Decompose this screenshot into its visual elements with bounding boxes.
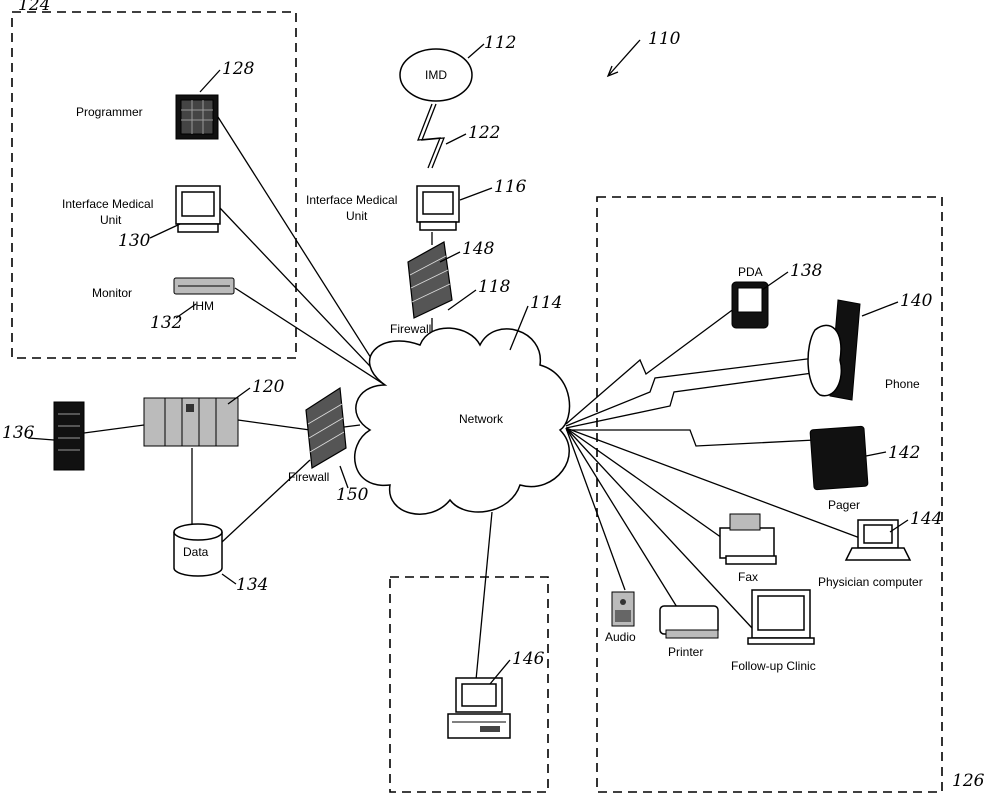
firewall-top-icon (408, 242, 452, 318)
ref-126: 126 (952, 771, 985, 791)
interface-medical-unit-top-label-1: Interface Medical (306, 193, 397, 207)
ref-146: 146 (512, 649, 545, 669)
monitor-label: Monitor (92, 286, 132, 300)
workstation-icon (448, 678, 510, 738)
data-store-icon: Data (174, 524, 222, 576)
ref-116: 116 (494, 177, 527, 197)
ref-124: 124 (18, 0, 50, 15)
ref-134: 134 (236, 575, 268, 595)
server-rack-icon (144, 398, 238, 446)
interface-medical-unit-left-label-2: Unit (100, 213, 122, 227)
follow-up-clinic-icon (748, 590, 814, 644)
follow-up-clinic-label: Follow-up Clinic (731, 659, 816, 673)
phone-label: Phone (885, 377, 920, 391)
pager-label: Pager (828, 498, 860, 512)
network-cloud: Network (355, 328, 570, 514)
programmer-icon (176, 95, 218, 139)
imd-label: IMD (425, 68, 447, 82)
fax-label: Fax (738, 570, 758, 584)
ref-140: 140 (900, 291, 933, 311)
group-box-126 (597, 197, 942, 792)
ref-150: 150 (336, 485, 369, 505)
ihm-label: IHM (192, 299, 214, 313)
fax-icon (720, 514, 776, 564)
ref-130: 130 (118, 231, 151, 251)
printer-label: Printer (668, 645, 703, 659)
ref-122: 122 (468, 123, 500, 143)
interface-medical-unit-top (417, 186, 459, 230)
server-tower-icon (54, 402, 84, 470)
pda-label: PDA (738, 265, 763, 279)
programmer-label: Programmer (76, 105, 143, 119)
ref-114: 114 (530, 293, 562, 313)
interface-medical-unit-top-label-2: Unit (346, 209, 368, 223)
printer-icon (660, 606, 718, 638)
phone-icon (808, 300, 860, 400)
data-label: Data (183, 545, 209, 559)
audio-icon (612, 592, 634, 626)
ref-148: 148 (462, 239, 495, 259)
physician-computer-icon (846, 520, 910, 560)
firewall-left-label: Firewall (288, 470, 329, 484)
ref-144: 144 (910, 509, 942, 529)
ref-112: 112 (484, 33, 516, 53)
firewall-top-label: Firewall (390, 322, 431, 336)
ref-138: 138 (790, 261, 823, 281)
network-label: Network (459, 412, 504, 426)
ref-120: 120 (252, 377, 285, 397)
ref-118: 118 (478, 277, 511, 297)
ref-128: 128 (222, 59, 255, 79)
ref-110: 110 (648, 29, 681, 49)
physician-computer-label: Physician computer (818, 575, 923, 589)
ref-132: 132 (150, 313, 182, 333)
pager-icon (810, 426, 868, 490)
imd-device: IMD (400, 49, 472, 101)
ihm-monitor-icon (174, 278, 234, 294)
interface-medical-unit-left (176, 186, 220, 232)
interface-medical-unit-left-label-1: Interface Medical (62, 197, 153, 211)
audio-label: Audio (605, 630, 636, 644)
ref-142: 142 (888, 443, 920, 463)
ref-136: 136 (2, 423, 35, 443)
firewall-left-icon (306, 388, 346, 468)
